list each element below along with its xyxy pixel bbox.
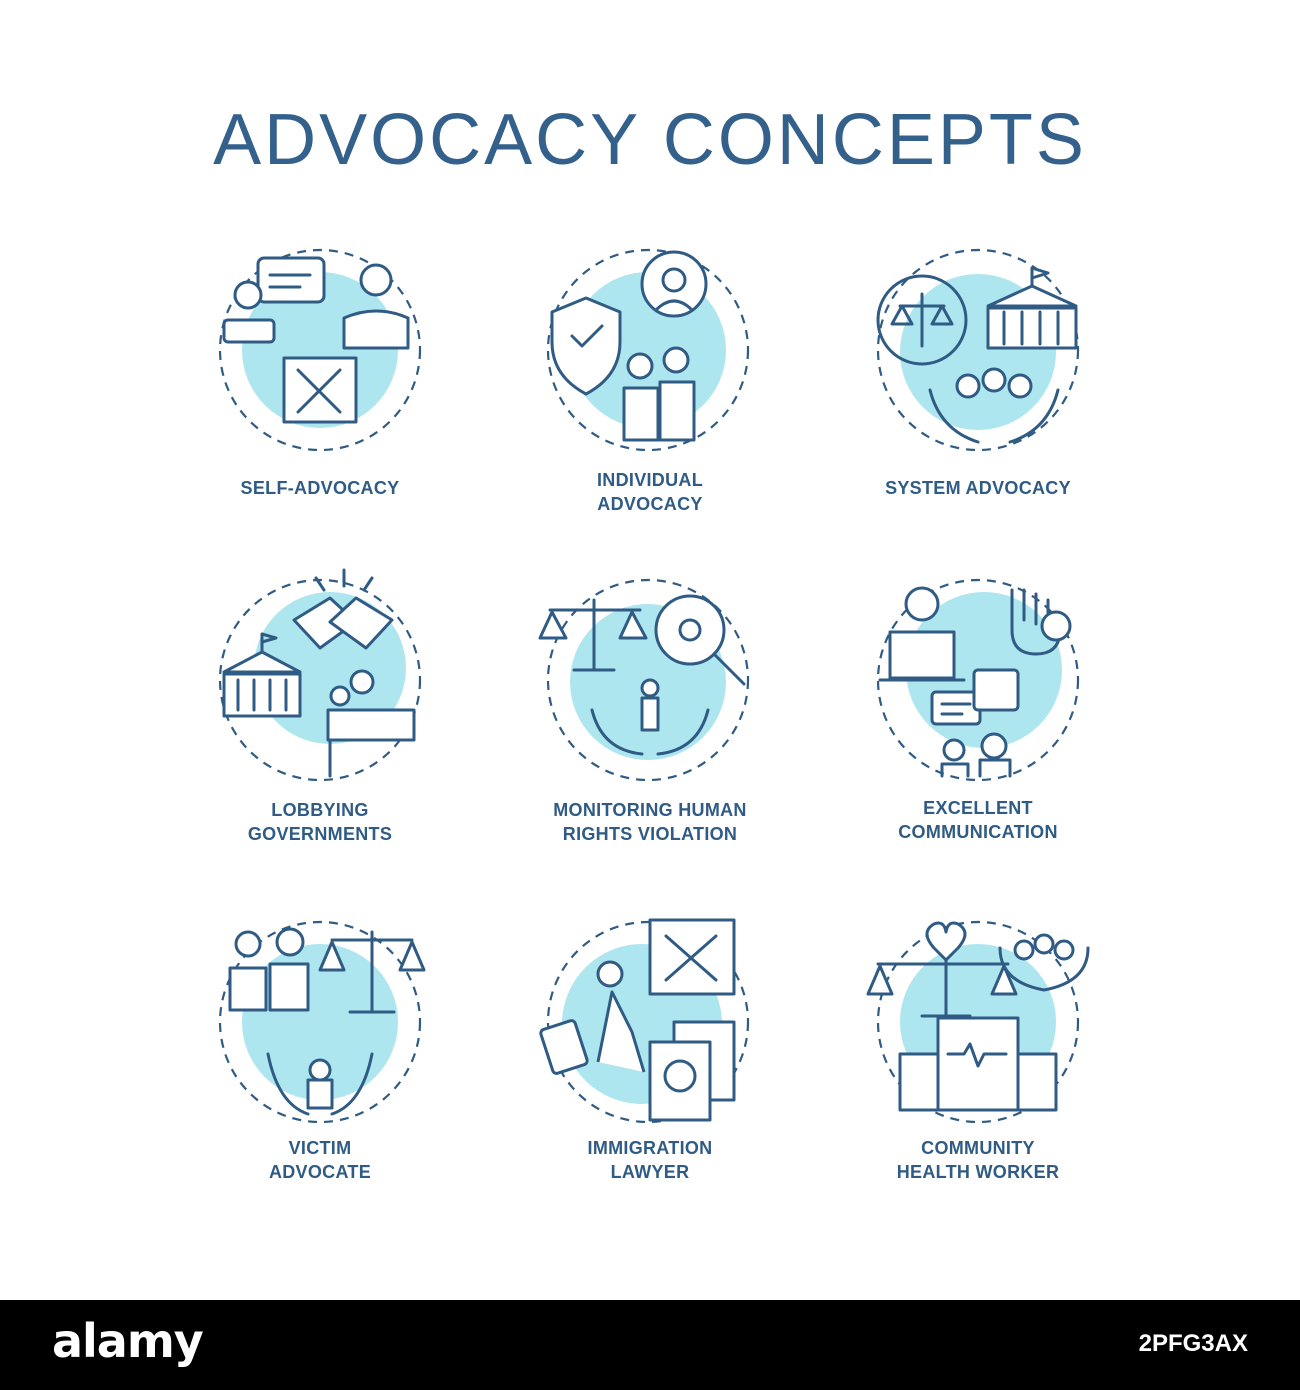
concept-label: SELF-ADVOCACY — [240, 478, 400, 498]
stock-id: 2PFG3AX — [1138, 1330, 1248, 1357]
brand-logo: alamy — [52, 1314, 204, 1368]
concept-label: VICTIM ADVOCATE — [268, 1138, 372, 1182]
concept-label: INDIVIDUAL ADVOCACY — [597, 470, 703, 514]
concept-label: LOBBYING GOVERNMENTS — [247, 800, 393, 844]
concept-grid: SELF-ADVOCACY INDIVIDUAL ADVOCACY — [218, 248, 1090, 1182]
footer-bar: alamy 2PFG3AX — [0, 1300, 1300, 1390]
system-advocacy-icon — [876, 248, 1080, 452]
immigration-lawyer-icon — [539, 918, 750, 1124]
concept-label: COMMUNITY HEALTH WORKER — [896, 1138, 1060, 1182]
page-title: ADVOCACY CONCEPTS — [213, 100, 1087, 180]
self-advocacy-icon — [218, 248, 422, 452]
monitoring-human-rights-icon — [538, 578, 750, 782]
concept-label: IMMIGRATION LAWYER — [587, 1138, 713, 1182]
excellent-communication-icon — [876, 578, 1080, 782]
concept-label: MONITORING HUMAN RIGHTS VIOLATION — [553, 800, 747, 844]
concept-label: EXCELLENT COMMUNICATION — [898, 798, 1058, 842]
victim-advocate-icon — [218, 920, 426, 1124]
individual-advocacy-icon — [546, 248, 750, 452]
lobbying-governments-icon — [218, 568, 422, 782]
community-health-worker-icon — [866, 920, 1090, 1124]
concept-label: SYSTEM ADVOCACY — [885, 478, 1071, 498]
